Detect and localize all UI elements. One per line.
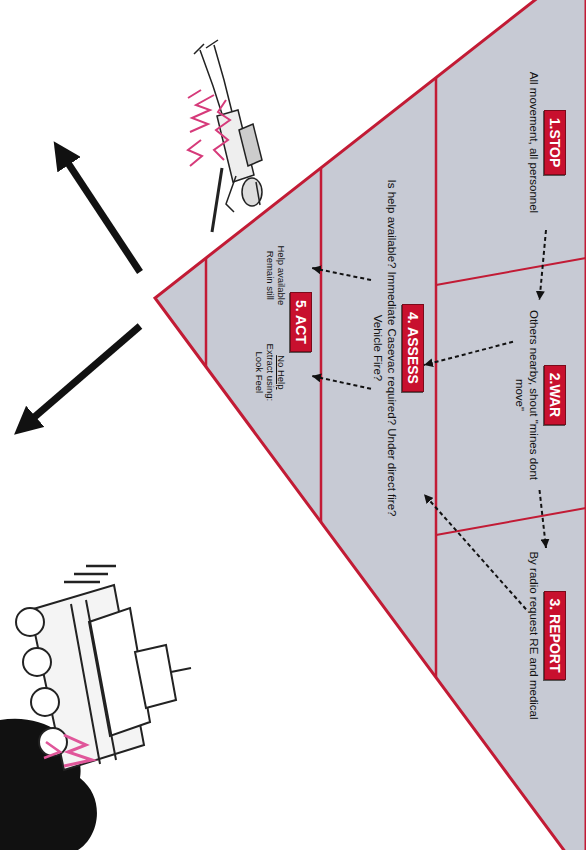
step-cell: 2.WAROthers nearby, shout "mines dont mo… (513, 300, 566, 490)
step-text: Extract using: Look Feel (253, 333, 275, 412)
step-cell: 4. ASSESSIs help available? Immediate Ca… (371, 178, 424, 518)
step-text: All movement, all personnel (526, 72, 540, 213)
step-text: Help available Remain still (264, 232, 286, 319)
soldier-illustration (194, 40, 262, 232)
text-column: Help available Remain still (253, 232, 286, 319)
flow-arrow (540, 230, 547, 300)
flow-arrow (540, 490, 547, 548)
column-group: Help available Remain still No HelpExtrac… (253, 232, 286, 412)
cell-divider (436, 508, 586, 535)
step-cell: 5. ACTHelp available Remain still No Help… (253, 232, 312, 412)
step-heading: 4. ASSESS (402, 304, 424, 392)
text-column: No HelpExtract using: Look Feel (253, 333, 286, 412)
direction-arrow (66, 160, 140, 272)
flow-arrow (312, 376, 371, 389)
step-cell: 3. REPORT By radio request RE and medical (526, 548, 566, 723)
direction-arrow (31, 326, 140, 420)
step-heading: 3. REPORT (544, 591, 566, 681)
blast-marks (188, 90, 230, 166)
band-divider (320, 168, 323, 522)
triangle-outline (155, 0, 586, 850)
band-divider (205, 258, 208, 367)
step-heading: 1.STOP (544, 110, 566, 176)
flow-arrow (424, 494, 526, 609)
vehicle-illustration (0, 566, 191, 850)
flow-arrow (424, 342, 513, 365)
step-heading: 5. ACT (290, 292, 312, 352)
step-text: No Help (275, 355, 286, 389)
step-text: Others nearby, shout "mines dont move" (513, 300, 540, 490)
step-text: Is help available? Immediate Casevac req… (371, 178, 398, 518)
step-heading: 2.WAR (544, 365, 566, 425)
step-cell: 1.STOP All movement, all personnel (526, 55, 566, 230)
cell-divider (436, 258, 586, 285)
band-divider (435, 78, 438, 677)
flow-arrow (312, 268, 371, 280)
step-text: By radio request RE and medical (526, 551, 540, 719)
